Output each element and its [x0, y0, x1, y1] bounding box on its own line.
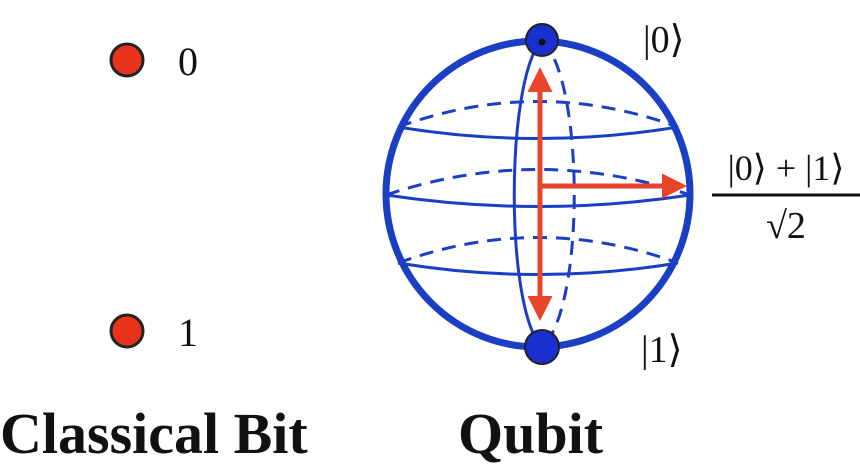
state-arrows: [527, 67, 687, 321]
north-pole: [525, 23, 559, 57]
meridian-dashed: [540, 38, 576, 349]
meridian-solid: [512, 38, 544, 349]
superposition-fraction: |0⟩ + |1⟩ √2: [712, 148, 860, 247]
classical-bit-caption: Classical Bit: [0, 401, 308, 466]
qubit-caption: Qubit: [458, 401, 604, 466]
superposition-numerator: |0⟩ + |1⟩: [728, 148, 845, 188]
bit-label-1: 1: [178, 310, 198, 355]
superposition-denominator: √2: [766, 205, 806, 247]
bit-label-0: 0: [178, 39, 198, 84]
pole-dot-1: [524, 329, 560, 365]
classical-bit-state-0: 0: [109, 39, 198, 84]
bit-dot-0: [109, 42, 145, 78]
bit-dot-1: [109, 313, 145, 349]
ket-1-label: |1⟩: [641, 329, 682, 371]
ket-0-label: |0⟩: [643, 19, 684, 61]
classical-bit-state-1: 1: [109, 310, 198, 355]
pole-dot-0-center: [538, 38, 546, 46]
